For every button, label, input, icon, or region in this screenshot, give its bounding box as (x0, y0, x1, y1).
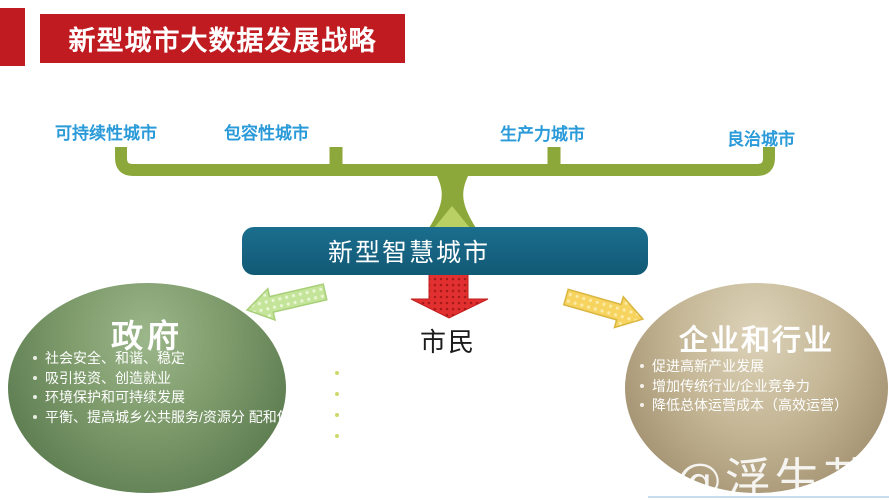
list-item: 环境保护和可持续发展 (33, 390, 305, 405)
bullet-dot-icon (640, 403, 644, 408)
arrow-down-icon (410, 269, 489, 319)
page-title: 新型城市大数据发展战略 (68, 26, 377, 56)
watermark: @浮生茶 (676, 453, 872, 500)
bullet-text: 促进高新产业发展 (652, 358, 764, 374)
bracket-trunk (429, 174, 476, 228)
bullet-text: 吸引投资、创造就业 (45, 369, 171, 386)
branch-label-sustainable-city: 可持续性城市 (55, 124, 157, 143)
list-item: 社会安全、和谐、稳定 (33, 351, 305, 366)
government-bullet-list: 社会安全、和谐、稳定 吸引投资、创造就业 环境保护和可持续发展 平衡、提高城乡公… (33, 351, 305, 429)
list-item: 平衡、提高城乡公共服务/资源分 配和使用 (33, 410, 305, 425)
branch-label-wellgoverned-city: 良治城市 (727, 130, 795, 149)
citizens-bullet-dot (335, 371, 339, 375)
list-item: 降低总体运营成本（高效运营） (640, 398, 848, 413)
footer-divider (648, 496, 889, 498)
bullet-text: 平衡、提高城乡公共服务/资源分 配和使用 (45, 408, 305, 425)
branch-label-inclusive-city: 包容性城市 (224, 124, 309, 143)
enterprise-bullet-list: 促进高新产业发展 增加传统行业/企业竞争力 降低总体运营成本（高效运营） (640, 359, 848, 418)
bullet-dot-icon (33, 375, 37, 380)
bracket-bar (115, 147, 775, 176)
list-item: 促进高新产业发展 (640, 359, 848, 374)
bullet-dot-icon (33, 395, 37, 400)
root-node-label: 新型智慧城市 (327, 239, 490, 267)
government-bubble: 政府 社会安全、和谐、稳定 吸引投资、创造就业 环境保护和可持续发展 平衡、提高… (8, 283, 305, 493)
bullet-dot-icon (640, 383, 644, 388)
list-item: 吸引投资、创造就业 (33, 369, 305, 386)
enterprise-title: 企业和行业 (678, 325, 834, 357)
branch-label-productive-city: 生产力城市 (500, 125, 585, 144)
title-banner: 新型城市大数据发展战略 (40, 14, 405, 63)
citizens-bullet-dot (335, 434, 339, 438)
citizens-title: 市民 (419, 327, 476, 357)
citizens-bullet-dot (335, 413, 339, 417)
root-node-box: 新型智慧城市 (242, 227, 648, 275)
government-title: 政府 (110, 318, 183, 354)
bullet-text: 社会安全、和谐、稳定 (45, 350, 185, 366)
bullet-dot-icon (33, 356, 37, 360)
citizens-bullet-dot (335, 392, 339, 396)
enterprise-bubble: 企业和行业 促进高新产业发展 增加传统行业/企业竞争力 降低总体运营成本（高效运… (625, 283, 888, 493)
list-item: 增加传统行业/企业竞争力 (640, 377, 848, 394)
bullet-text: 降低总体运营成本（高效运营） (652, 397, 848, 414)
title-accent-square (0, 8, 25, 66)
bullet-text: 增加传统行业/企业竞争力 (652, 377, 810, 394)
bullet-text: 环境保护和可持续发展 (45, 389, 185, 406)
bullet-dot-icon (33, 414, 37, 419)
trunk-highlight (434, 206, 470, 228)
bullet-dot-icon (640, 364, 644, 368)
